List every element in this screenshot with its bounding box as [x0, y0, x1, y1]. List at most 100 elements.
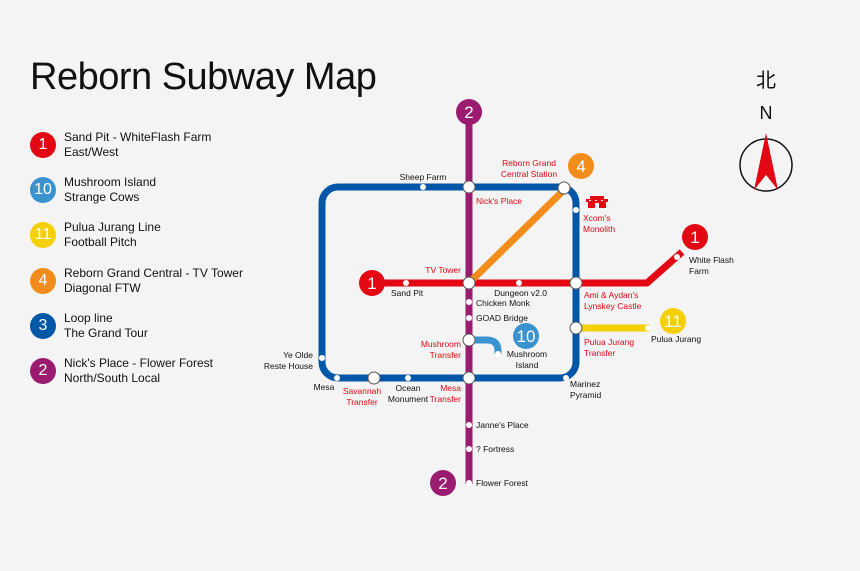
- map-badge-4: 4: [568, 153, 594, 179]
- pulua-jurang-stop: [645, 325, 651, 331]
- station-label-lynskey-castle: Ami & Aydan's: [584, 290, 638, 300]
- station-label-tv-tower: TV Tower: [425, 265, 461, 275]
- map-badge-2-top: 2: [456, 99, 482, 125]
- line-10-badge: 10: [30, 177, 56, 203]
- mesa-stop: [334, 375, 340, 381]
- badge-number: 11: [664, 312, 682, 331]
- station-label-mesa: Mesa: [314, 382, 335, 392]
- reborn-grand-central-transfer: [557, 181, 571, 195]
- station-label-lynskey-castle-2: Lynskey Castle: [584, 301, 642, 311]
- diagonal-line-4: [466, 185, 569, 286]
- map-badge-11: 11: [660, 308, 686, 334]
- nicks-place-transfer: [462, 180, 476, 194]
- legend-line-name: Mushroom Island: [64, 175, 157, 189]
- legend-line-desc: Diagonal FTW: [64, 281, 141, 295]
- goad-bridge-stop: [466, 315, 472, 321]
- station-label-ye-olde-reste-house: Ye Olde: [283, 350, 313, 360]
- badge-number: 10: [517, 327, 536, 346]
- white-flash-farm-stop: [674, 254, 680, 260]
- station-label-flower-forest: Flower Forest: [476, 478, 529, 488]
- station-label-marinez-pyramid: Marinez: [570, 379, 600, 389]
- station-label-pulua-jurang: Pulua Jurang: [651, 334, 701, 344]
- station-label-white-flash-farm-2: Farm: [689, 266, 709, 276]
- legend-number: 3: [38, 317, 48, 334]
- legend-number: 1: [38, 136, 48, 153]
- station-label-dungeon: Dungeon v2.0: [494, 288, 547, 298]
- station-label-reborn-grand-central-2: Central Station: [501, 169, 557, 179]
- station-label-xcom-monolith-2: Monolith: [583, 224, 615, 234]
- compass-chinese-north: 北: [756, 69, 776, 92]
- station-label-savannah-transfer: Savannah: [343, 386, 382, 396]
- page-title: Reborn Subway Map: [30, 56, 377, 98]
- station-label-savannah-transfer-2: Transfer: [346, 397, 378, 407]
- sheep-farm-stop: [420, 184, 426, 190]
- station-label-chicken-monk: Chicken Monk: [476, 298, 531, 308]
- legend-line-desc: Strange Cows: [64, 190, 140, 204]
- dungeon-stop: [516, 280, 522, 286]
- station-label-mushroom-island-2: Island: [516, 360, 539, 370]
- station-label-ye-olde-reste-house-2: Reste House: [264, 361, 313, 371]
- ye-olde-reste-house-stop: [319, 355, 325, 361]
- station-label-mushroom-transfer-2: Transfer: [430, 350, 462, 360]
- legend-number: 2: [38, 362, 48, 379]
- compass-letter-n: N: [760, 103, 773, 123]
- badge-number: 2: [464, 103, 473, 122]
- station-label-xcom-monolith: Xcom's: [583, 213, 611, 223]
- badge-number: 1: [690, 228, 699, 247]
- station-label-white-flash-farm: White Flash: [689, 255, 734, 265]
- legend-line-desc: Football Pitch: [64, 235, 137, 249]
- legend-line-name: Reborn Grand Central - TV Tower: [64, 266, 243, 280]
- legend-line-desc: North/South Local: [64, 371, 161, 385]
- station-label-pulua-jurang-transfer-2: Transfer: [584, 348, 616, 358]
- legend-line-desc: East/West: [64, 145, 119, 159]
- station-label-marinez-pyramid-2: Pyramid: [570, 390, 601, 400]
- station-label-mushroom-island: Mushroom: [507, 349, 547, 359]
- lynskey-castle-transfer: [569, 276, 583, 290]
- station-label-ocean-monument-2: Monument: [388, 394, 429, 404]
- tv-tower-transfer: [462, 276, 476, 290]
- line-2-badge: 2: [30, 358, 56, 384]
- legend-number: 11: [34, 226, 52, 243]
- sand-pit-stop: [403, 280, 409, 286]
- station-label-ocean-monument: Ocean: [395, 383, 420, 393]
- xcom-monolith-stop: [573, 207, 579, 213]
- line-11-badge: 11: [30, 222, 56, 248]
- station-label-mesa-transfer-2: Transfer: [430, 394, 462, 404]
- mushroom-transfer-station: [462, 333, 476, 347]
- map-badge-2-bottom: 2: [430, 470, 456, 496]
- station-label-mesa-transfer: Mesa: [440, 383, 461, 393]
- mushroom-line-10: [469, 336, 502, 354]
- fortress-stop: [466, 446, 472, 452]
- map-badge-1-right: 1: [682, 224, 708, 250]
- line-1-badge: 1: [30, 132, 56, 158]
- station-label-reborn-grand-central: Reborn Grand: [502, 158, 556, 168]
- pulua-jurang-transfer-station: [569, 321, 583, 335]
- jannes-place-stop: [466, 422, 472, 428]
- legend-line-desc: The Grand Tour: [64, 326, 148, 340]
- flower-forest-stop: [466, 480, 472, 486]
- map-badge-10: 10: [513, 323, 539, 349]
- marinez-pyramid-stop: [563, 375, 569, 381]
- station-label-sheep-farm: Sheep Farm: [400, 172, 447, 182]
- castle-icon: [586, 196, 608, 208]
- station-label-jannes-place: Janne's Place: [476, 420, 529, 430]
- station-label-nicks-place: Nick's Place: [476, 196, 522, 206]
- station-label-goad-bridge: GOAD Bridge: [476, 313, 528, 323]
- station-label-pulua-jurang-transfer: Pulua Jurang: [584, 337, 634, 347]
- station-label-sand-pit: Sand Pit: [391, 288, 424, 298]
- badge-number: 4: [576, 157, 585, 176]
- legend-line-name: Loop line: [64, 311, 113, 325]
- map-badge-1-left: 1: [359, 270, 385, 296]
- badge-number: 1: [367, 274, 376, 293]
- line-3-badge: 3: [30, 313, 56, 339]
- badge-number: 2: [438, 474, 447, 493]
- legend-line-name: Nick's Place - Flower Forest: [64, 356, 213, 370]
- east-west-line-1: [372, 249, 685, 287]
